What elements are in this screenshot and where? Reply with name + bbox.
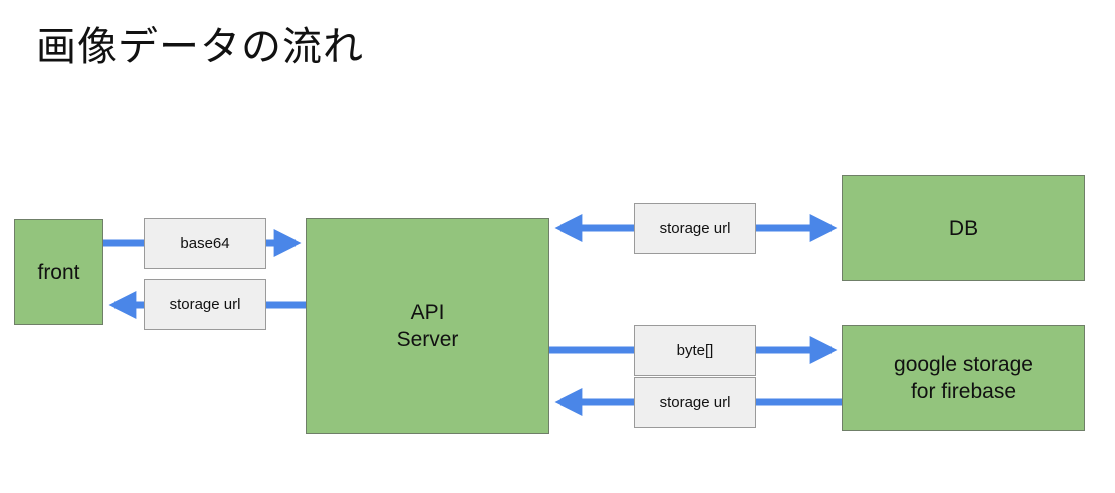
edge-label-storage-url-google: storage url xyxy=(634,377,756,428)
edge-label-storage-url-db: storage url xyxy=(634,203,756,254)
node-db: DB xyxy=(842,175,1085,281)
page-title: 画像データの流れ xyxy=(36,24,364,70)
edge-label-storage-url-front: storage url xyxy=(144,279,266,330)
edge-label-base64: base64 xyxy=(144,218,266,269)
node-google-storage: google storage for firebase xyxy=(842,325,1085,431)
edge-label-byte-array: byte[] xyxy=(634,325,756,376)
node-front: front xyxy=(14,219,103,325)
node-api-server: API Server xyxy=(306,218,549,434)
